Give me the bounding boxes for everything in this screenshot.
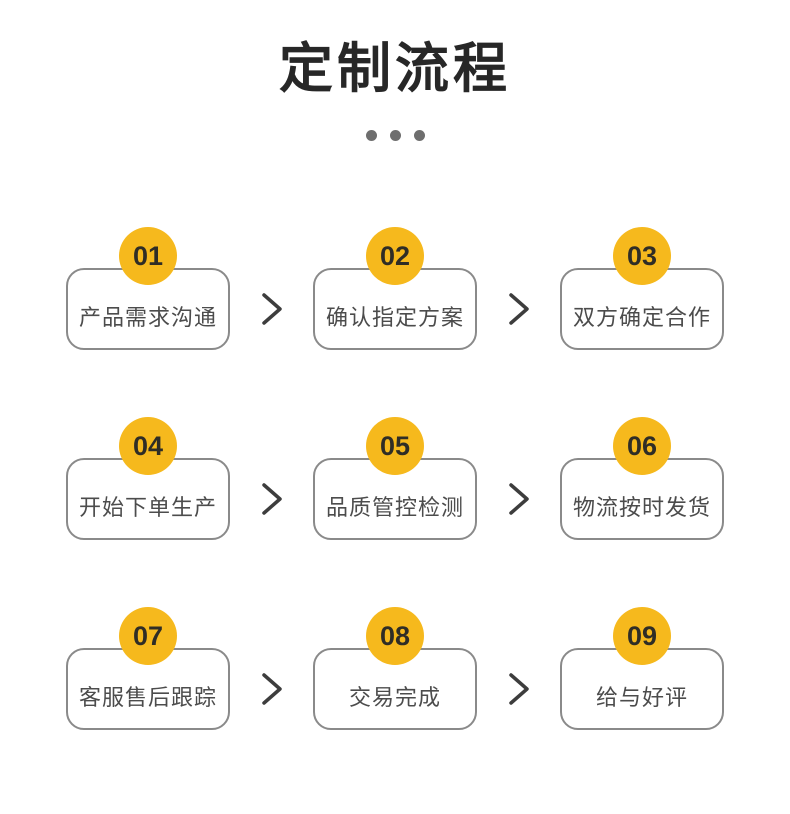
step-card-03: 03 双方确定合作 bbox=[560, 227, 724, 350]
step-number: 08 bbox=[379, 620, 411, 651]
chevron-right-icon bbox=[477, 227, 560, 350]
step-label: 给与好评 bbox=[595, 685, 688, 710]
step-card-02: 02 确认指定方案 bbox=[313, 227, 477, 350]
step-number: 09 bbox=[626, 620, 658, 651]
step-number: 02 bbox=[379, 240, 411, 271]
step-number-badge: 02 bbox=[366, 227, 424, 285]
step-label: 双方确定合作 bbox=[572, 305, 711, 330]
chevron-right-icon bbox=[477, 607, 560, 730]
step-number: 07 bbox=[132, 620, 164, 651]
step-card-08: 08 交易完成 bbox=[313, 607, 477, 730]
step-card-05: 05 品质管控检测 bbox=[313, 417, 477, 540]
step-number-badge: 03 bbox=[613, 227, 671, 285]
dot-icon bbox=[389, 130, 401, 141]
step-card-06: 06 物流按时发货 bbox=[560, 417, 724, 540]
step-label: 客服售后跟踪 bbox=[78, 685, 217, 710]
step-number-badge: 05 bbox=[366, 417, 424, 475]
dot-icon bbox=[413, 130, 425, 141]
step-number-badge: 08 bbox=[366, 607, 424, 665]
chevron-right-icon bbox=[230, 607, 313, 730]
process-row-2: 04 开始下单生产 05 品质管控检测 06 物流按时发货 bbox=[66, 417, 724, 540]
chevron-right-icon bbox=[230, 227, 313, 350]
step-label: 开始下单生产 bbox=[78, 495, 217, 520]
step-box: 双方确定合作 bbox=[560, 268, 724, 350]
title-dots-separator bbox=[0, 130, 790, 141]
step-label: 产品需求沟通 bbox=[78, 305, 217, 330]
step-card-04: 04 开始下单生产 bbox=[66, 417, 230, 540]
page-title: 定制流程 bbox=[279, 39, 511, 99]
step-label: 交易完成 bbox=[348, 685, 441, 710]
step-label: 物流按时发货 bbox=[572, 495, 711, 520]
step-number: 06 bbox=[626, 430, 658, 461]
step-number: 01 bbox=[132, 240, 164, 271]
step-card-09: 09 给与好评 bbox=[560, 607, 724, 730]
process-row-1: 01 产品需求沟通 02 确认指定方案 03 双方确定合作 bbox=[66, 227, 724, 350]
step-label: 品质管控检测 bbox=[325, 495, 464, 520]
chevron-right-icon bbox=[230, 417, 313, 540]
step-number-badge: 07 bbox=[119, 607, 177, 665]
step-number: 05 bbox=[379, 430, 411, 461]
step-number: 03 bbox=[626, 240, 658, 271]
process-row-3: 07 客服售后跟踪 08 交易完成 09 给与好评 bbox=[66, 607, 724, 730]
step-number-badge: 04 bbox=[119, 417, 177, 475]
step-label: 确认指定方案 bbox=[325, 305, 464, 330]
step-card-01: 01 产品需求沟通 bbox=[66, 227, 230, 350]
dot-icon bbox=[365, 130, 377, 141]
step-number-badge: 06 bbox=[613, 417, 671, 475]
chevron-right-icon bbox=[477, 417, 560, 540]
step-number-badge: 09 bbox=[613, 607, 671, 665]
process-flow: 01 产品需求沟通 02 确认指定方案 03 双方确定合作 04 开始下单生产 … bbox=[0, 227, 790, 730]
step-card-07: 07 客服售后跟踪 bbox=[66, 607, 230, 730]
step-number-badge: 01 bbox=[119, 227, 177, 285]
step-number: 04 bbox=[132, 430, 164, 461]
